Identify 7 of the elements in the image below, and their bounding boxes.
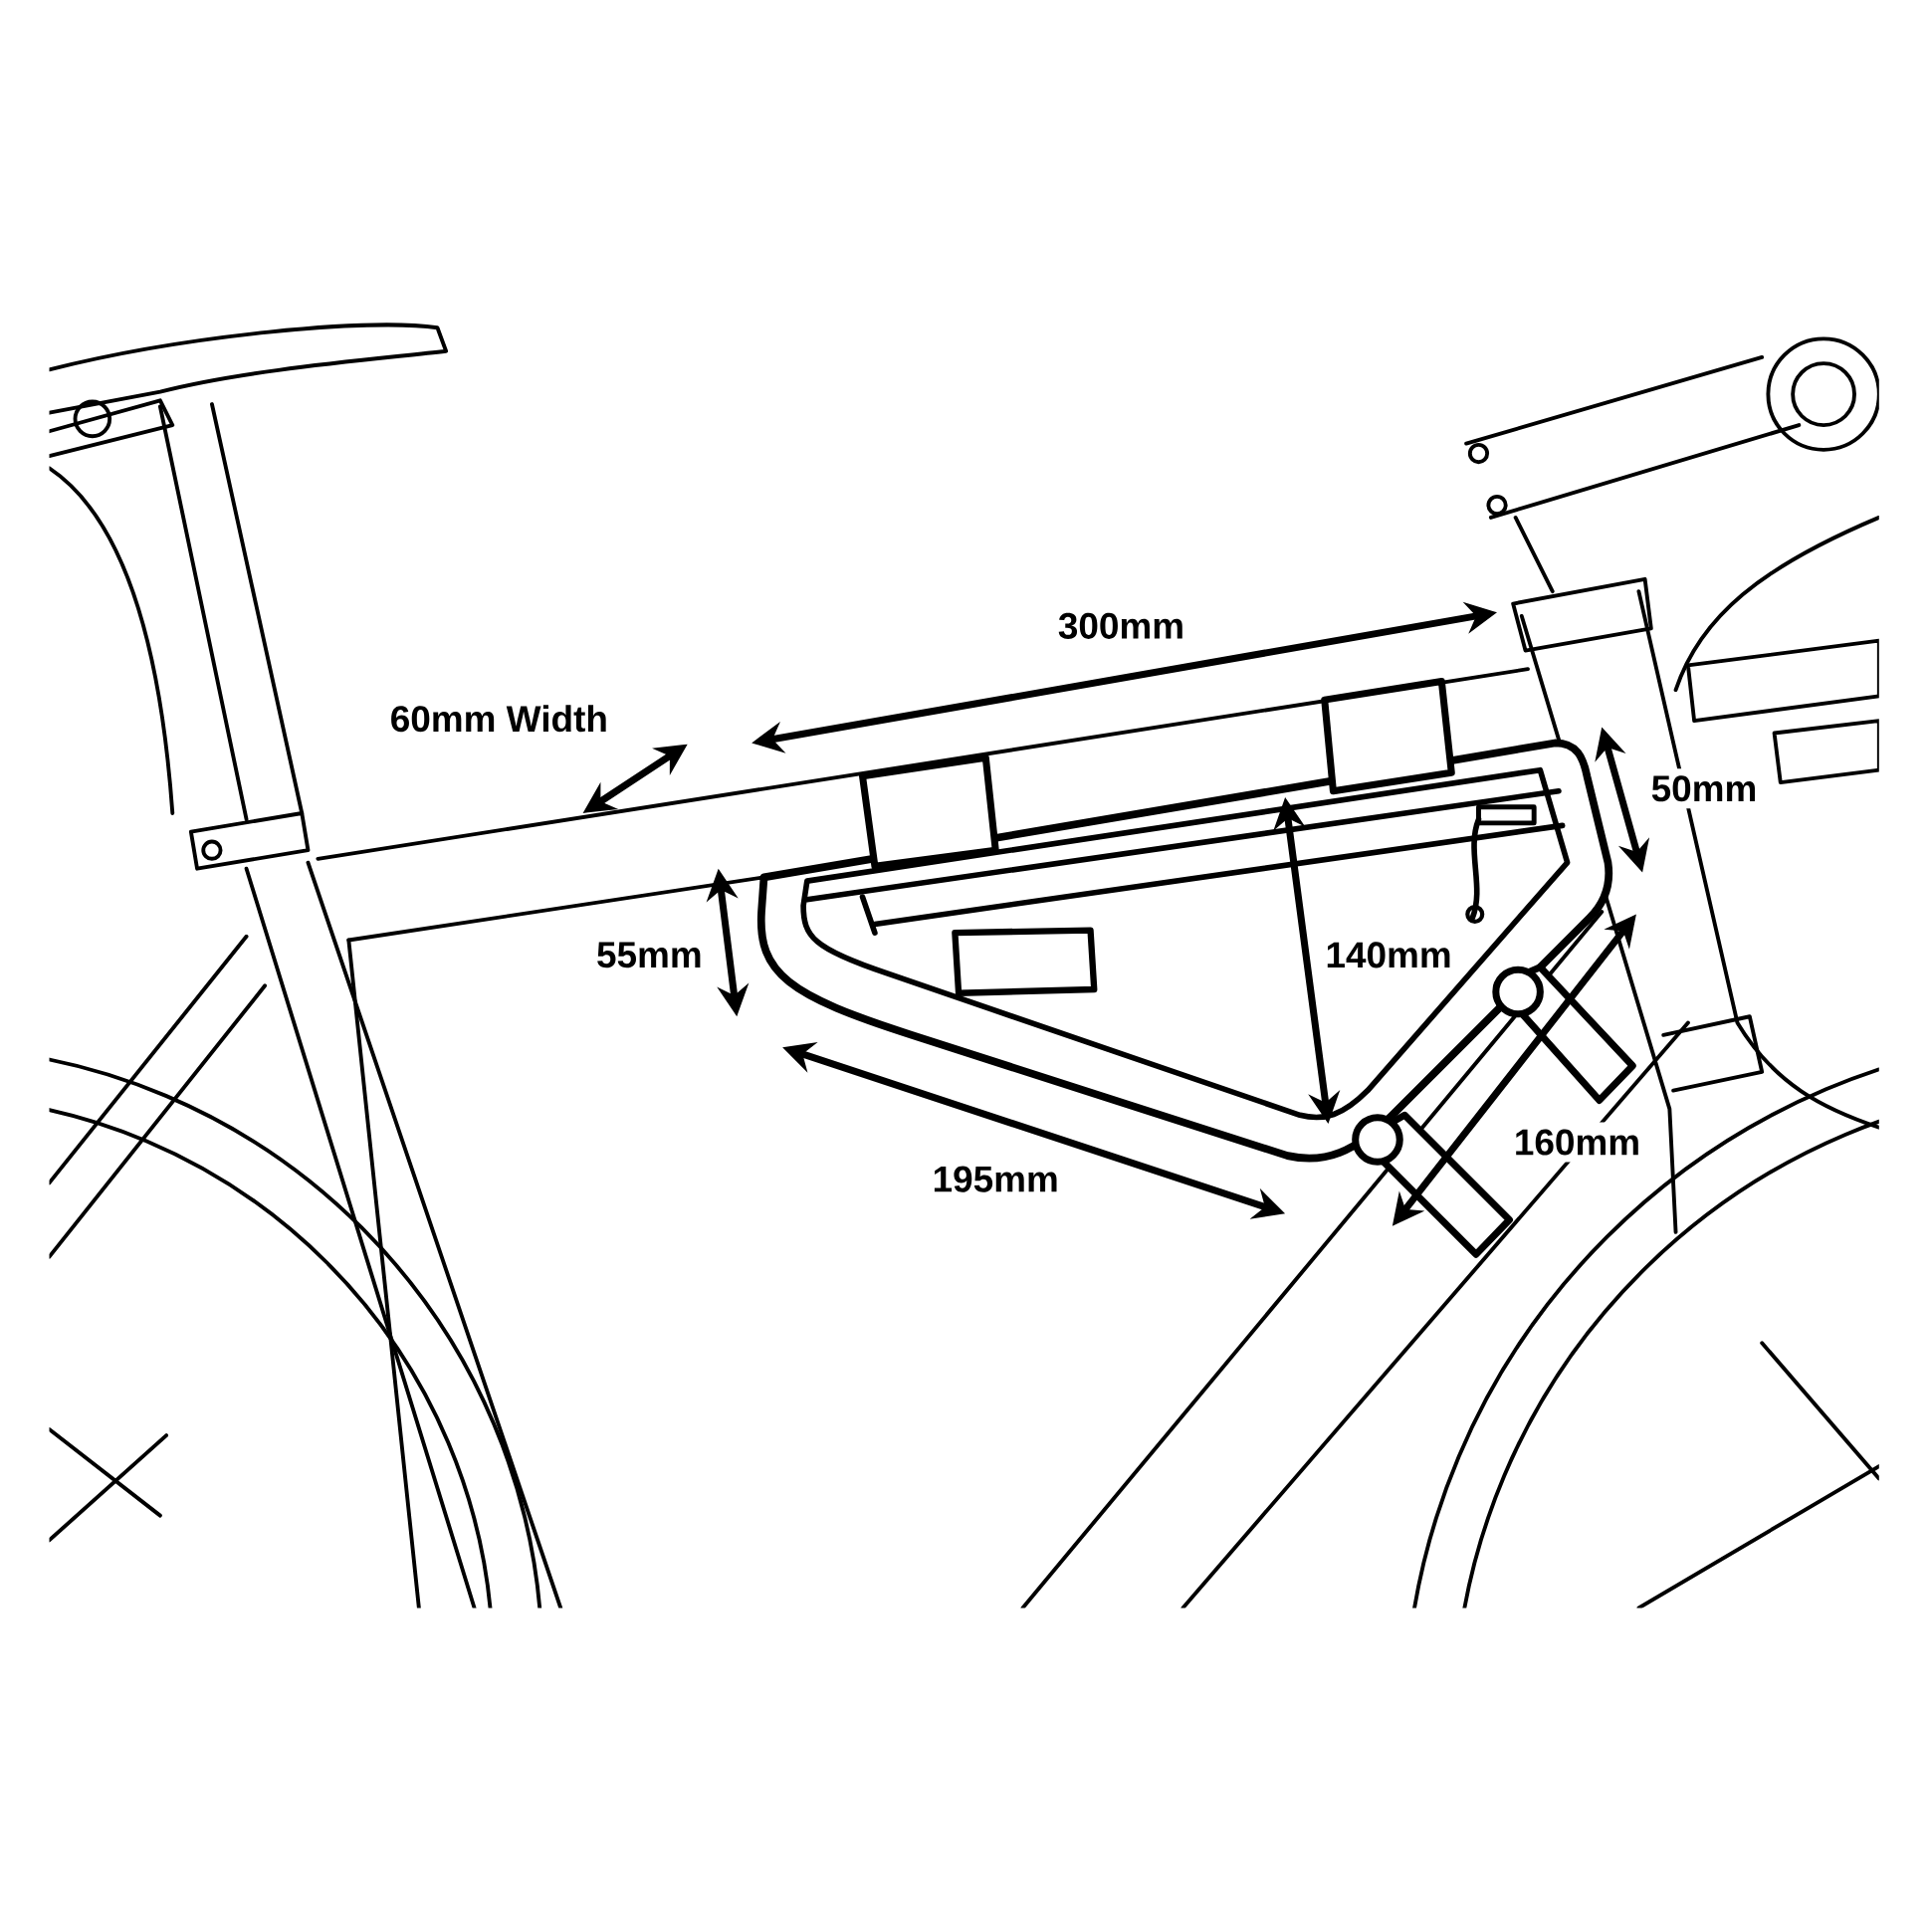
dimension-label: 50mm xyxy=(1643,768,1765,809)
dimension-label: 160mm xyxy=(1507,1122,1648,1163)
dimension-label: 195mm xyxy=(925,1159,1066,1199)
dimension-label: 55mm xyxy=(589,935,710,975)
dimension-label: 60mm Width xyxy=(382,698,616,740)
dimension-label: 140mm xyxy=(1318,935,1459,975)
dimension-label: 300mm xyxy=(1050,605,1192,646)
